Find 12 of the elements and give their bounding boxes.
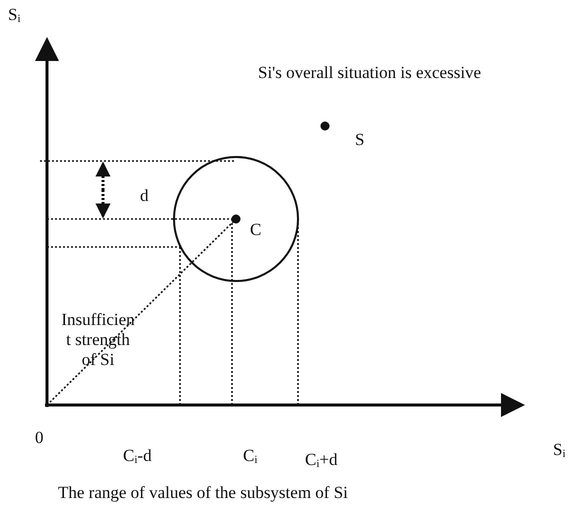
- dimension-label: d: [140, 186, 148, 206]
- tick-label: C$_{i}$: [243, 446, 258, 466]
- caption: The range of values of the subsystem of Si: [58, 483, 348, 503]
- point-label: C: [250, 220, 262, 240]
- annotation-text: Si's overall situation is excessive: [258, 63, 482, 83]
- tick-label: C$_{i}$-d: [123, 446, 152, 466]
- point-label: S: [355, 130, 364, 150]
- tick-label: C$_{i}$+d: [305, 450, 338, 470]
- annotation-text: Insufficien t strength of Si: [60, 310, 136, 370]
- axis-label: S$_{i}$: [553, 440, 566, 460]
- axis-label: S$_{i}$: [8, 5, 21, 25]
- axis-label: 0: [35, 428, 44, 448]
